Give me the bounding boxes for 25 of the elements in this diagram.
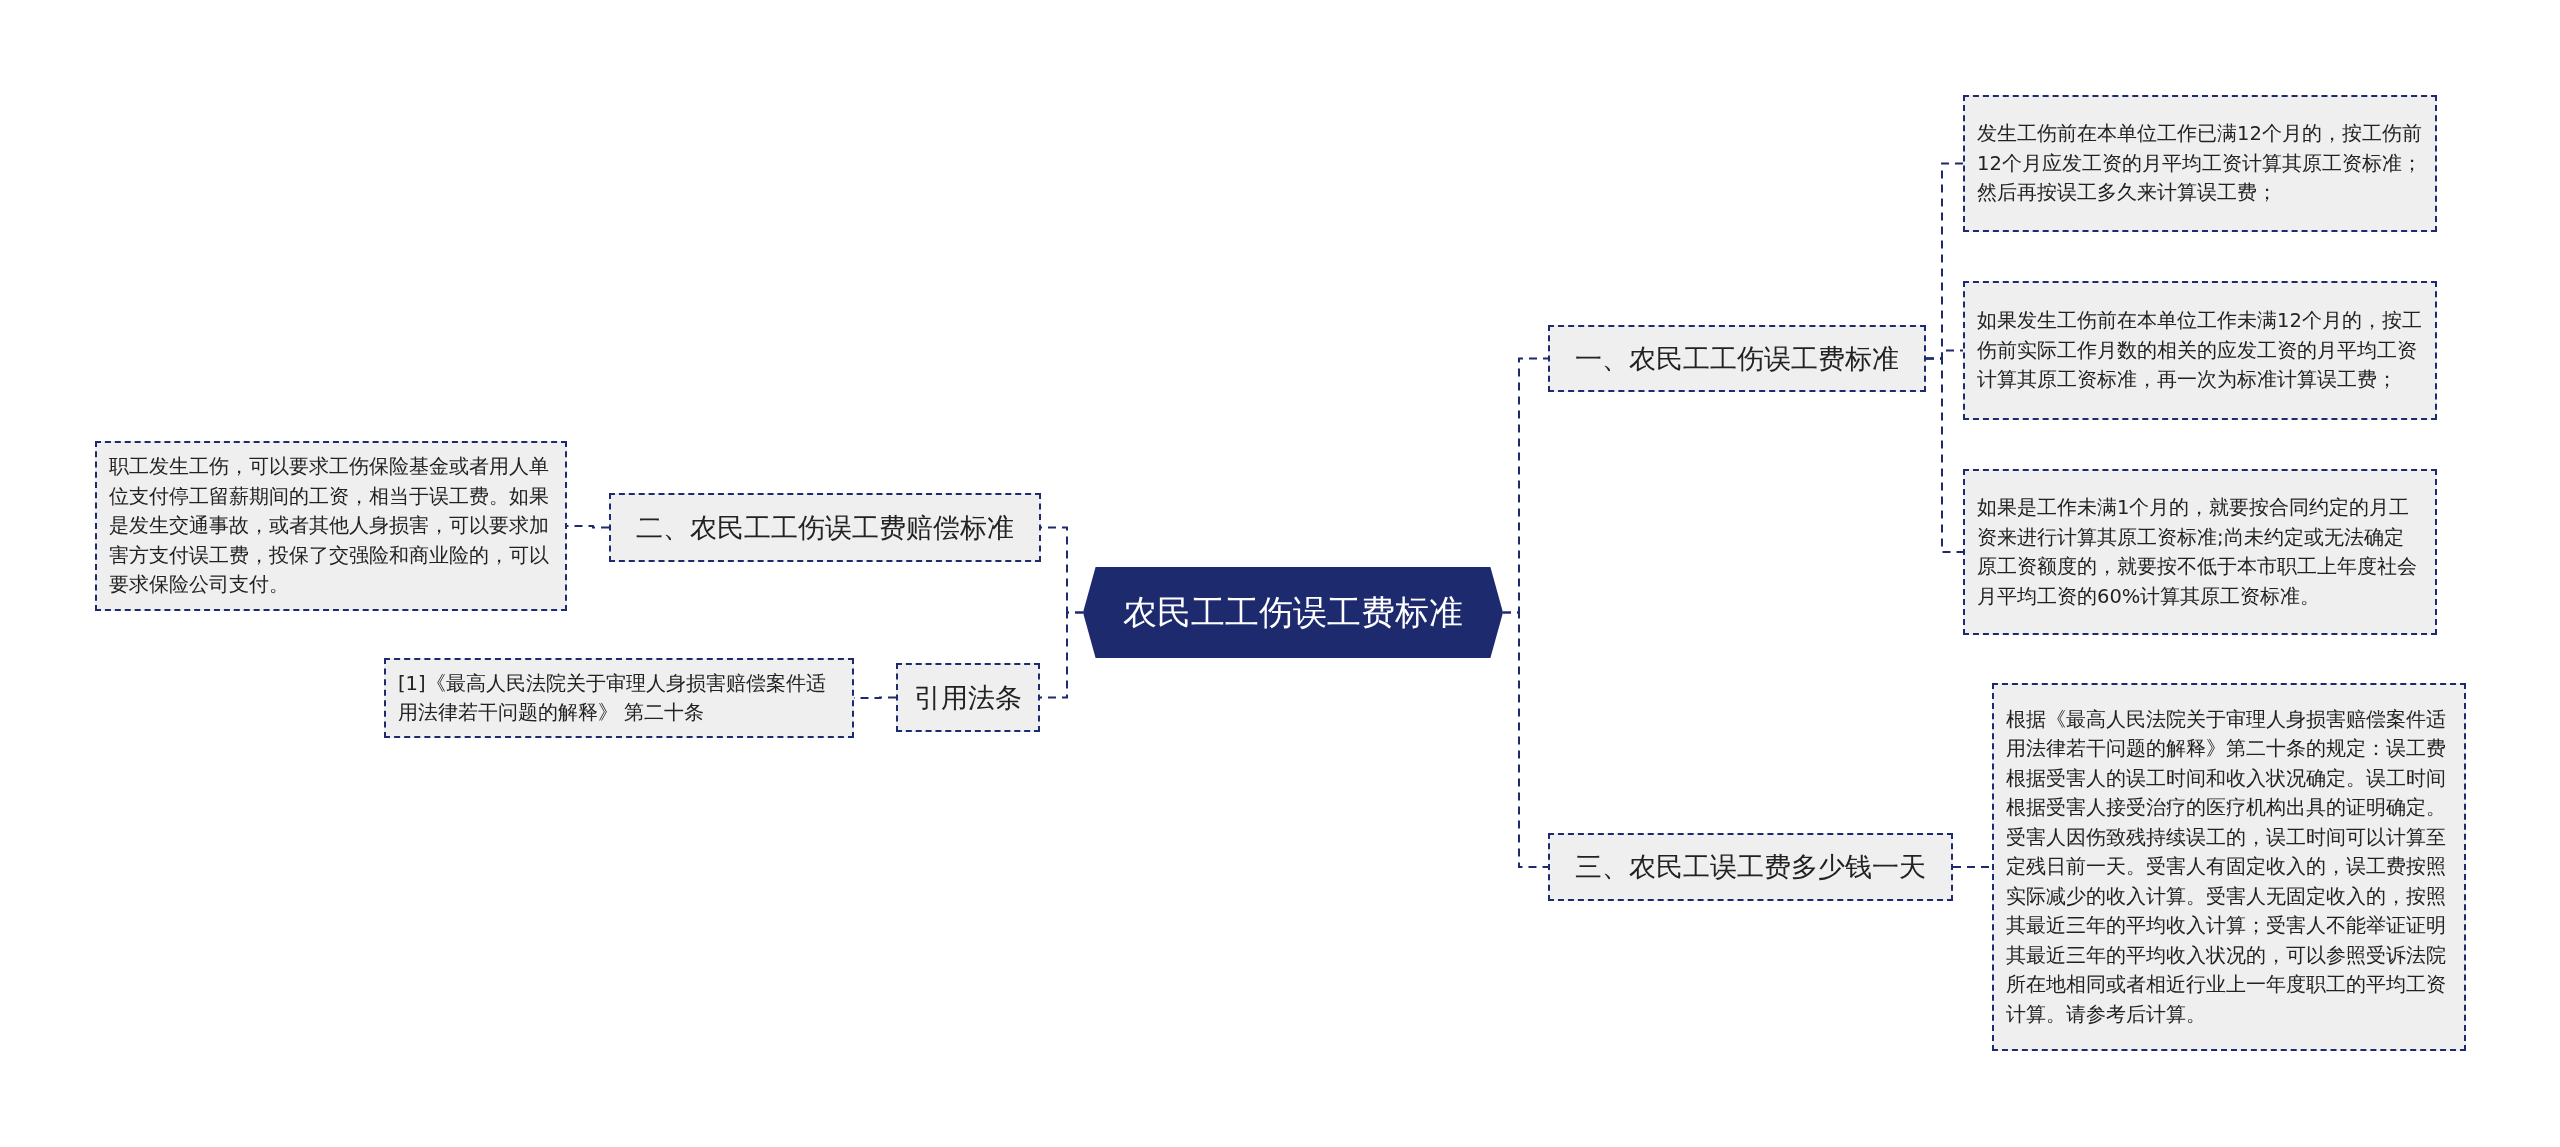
- note-box: [95, 441, 567, 611]
- topic-box: [1548, 325, 1926, 392]
- topic-text: 一、农民工工伤误工费标准: [1575, 341, 1899, 376]
- note-box: [1963, 95, 2437, 232]
- note-text: 根据《最高人民法院关于审理人身损害赔偿案件适用法律若干问题的解释》第二十条的规定：误工费根据受害人的误工时间和收入状况确定。误工时间根据受害人接受治疗的医疗机构出具的证明确定。受害人因伤致残持续误工的，误工时间可以计算至定残日前一天。受害人有固定收入的，误工费按照实际减少的收入计算。受害人无固定收入的，按照其最近三年的平均收入计算；受害人不能举证证明其最近三年的平均收入状况的，可以参照受诉法院所在地相同或者相近行业上一年度职工的平均工资计算。请参考后计算。: [2006, 706, 2447, 1028]
- note-box: [1963, 469, 2437, 635]
- topic-box: [1548, 833, 1953, 901]
- topic-text: 引用法条: [914, 680, 1022, 715]
- central-topic: [1083, 567, 1503, 658]
- connector-line: [1925, 357, 1964, 553]
- note-text: 职工发生工伤，可以要求工伤保险基金或者用人单位支付停工留薪期间的工资，相当于误工费。如果是发生交通事故，或者其他人身损害，可以要求加害方支付误工费，投保了交强险和商业险的，可以要求保险公司支付。: [109, 454, 550, 599]
- note-box: [1963, 281, 2437, 420]
- note-box: [384, 658, 854, 738]
- note-text: [1]《最高人民法院关于审理人身损害赔偿案件适用法律若干问题的解释》 第二十条: [398, 670, 827, 726]
- connector-line: [1039, 611, 1084, 699]
- topic-text: 三、农民工误工费多少钱一天: [1575, 850, 1926, 884]
- note-text: 发生工伤前在本单位工作已满12个月的，按工伤前12个月应发工资的月平均工资计算其原工资标准；然后再按误工多久来计算误工费；: [1977, 121, 2423, 207]
- note-box: [1992, 683, 2466, 1051]
- topic-box: [896, 663, 1040, 732]
- connector-line: [1502, 611, 1549, 868]
- topic-box: [609, 493, 1041, 562]
- central-topic-text: 农民工工伤误工费标准: [1123, 590, 1463, 634]
- topic-text: 二、农民工工伤误工费赔偿标准: [636, 510, 1014, 545]
- note-text: 如果是工作未满1个月的，就要按合同约定的月工资来进行计算其原工资标准;尚未约定或无法确定原工资额度的，就要按不低于本市职工上年度社会月平均工资的60%计算其原工资标准。: [1977, 495, 2418, 610]
- note-text: 如果发生工伤前在本单位工作未满12个月的，按工伤前实际工作月数的相关的应发工资的月平均工资计算其原工资标准，再一次为标准计算误工费；: [1977, 308, 2423, 394]
